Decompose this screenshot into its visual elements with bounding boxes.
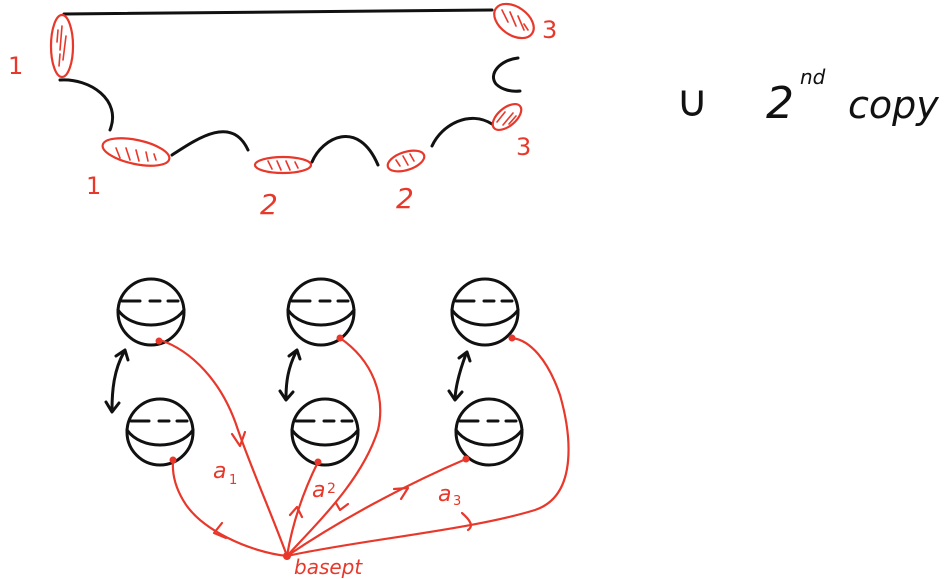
boundary-disc-1-lower bbox=[101, 137, 171, 167]
label-a1-sub: 1 bbox=[229, 473, 237, 488]
boundary-disc-2-left bbox=[253, 155, 313, 175]
swap-arrow-1 bbox=[104, 348, 130, 414]
path-to-bottom-sphere-1 bbox=[169, 456, 289, 558]
boundary-disc-1-upper bbox=[49, 13, 75, 79]
label-a2-sub: 2 bbox=[327, 481, 336, 497]
path-to-bottom-sphere-3 bbox=[285, 455, 470, 558]
label-3-upper: 3 bbox=[542, 16, 557, 44]
path-a1 bbox=[155, 337, 289, 558]
label-a3: a 3 bbox=[438, 482, 461, 509]
label-a2: a 2 bbox=[312, 478, 336, 503]
union-second-copy-note: ∪ 2 nd copy bbox=[676, 65, 939, 129]
sphere-top-2 bbox=[286, 277, 356, 347]
path-a2 bbox=[285, 334, 382, 558]
swap-arrow-3 bbox=[447, 350, 472, 402]
path-to-bottom-sphere-2 bbox=[285, 458, 322, 558]
sphere-bottom-1 bbox=[125, 397, 195, 467]
label-2-right: 2 bbox=[396, 182, 414, 215]
sphere-top-1 bbox=[116, 277, 186, 347]
label-2-left: 2 bbox=[260, 188, 278, 221]
ordinal-suffix: nd bbox=[800, 65, 826, 89]
swap-arrow-2 bbox=[278, 348, 302, 402]
label-1-upper: 1 bbox=[8, 52, 23, 80]
label-3-lower: 3 bbox=[516, 133, 531, 161]
sphere-top-3 bbox=[450, 277, 520, 347]
label-1-lower: 1 bbox=[86, 172, 101, 200]
label-a1: a 1 bbox=[213, 459, 237, 488]
boundary-disc-3-upper bbox=[493, 2, 535, 40]
copy-word: copy bbox=[848, 83, 939, 127]
label-a3-sub: 3 bbox=[453, 494, 461, 509]
label-a1-base: a bbox=[213, 459, 226, 484]
ordinal-number: 2 bbox=[766, 78, 794, 129]
label-a2-base: a bbox=[312, 478, 325, 503]
sphere-bottom-3 bbox=[454, 397, 524, 467]
basepoint-label: basept bbox=[294, 555, 363, 579]
sphere-bottom-2 bbox=[290, 397, 360, 467]
boundary-disc-3-lower bbox=[491, 102, 523, 132]
boundary-disc-2-right bbox=[386, 149, 426, 173]
path-a3 bbox=[285, 334, 570, 558]
union-symbol: ∪ bbox=[676, 76, 708, 127]
surface-outline bbox=[58, 8, 522, 167]
label-a3-base: a bbox=[438, 482, 451, 507]
